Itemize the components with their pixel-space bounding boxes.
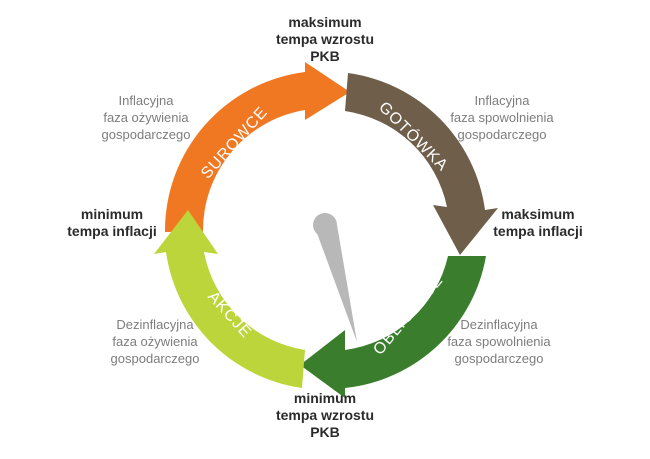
left-label: minimum tempa inflacji	[67, 206, 157, 239]
gotowka-arc	[345, 73, 498, 255]
akcje-arc	[154, 210, 305, 388]
phase-top-left: Inflacyjna faza ożywienia gospodarczego	[101, 93, 191, 142]
obligacje-arc	[300, 256, 486, 398]
needle	[313, 213, 357, 342]
right-label: maksimum tempa inflacji	[493, 206, 583, 239]
surowce-arc	[164, 62, 350, 232]
bottom-label: minimum tempa wzrostu PKB	[275, 390, 374, 440]
phase-top-right: Inflacyjna faza spowolnienia gospodarcze…	[450, 93, 554, 142]
top-label: maksimum tempa wzrostu PKB	[275, 14, 374, 64]
phase-bottom-right: Dezinflacyjna faza spowolnienia gospodar…	[447, 317, 551, 366]
phase-bottom-left: Dezinflacyjna faza ożywienia gospodarcze…	[110, 317, 200, 366]
